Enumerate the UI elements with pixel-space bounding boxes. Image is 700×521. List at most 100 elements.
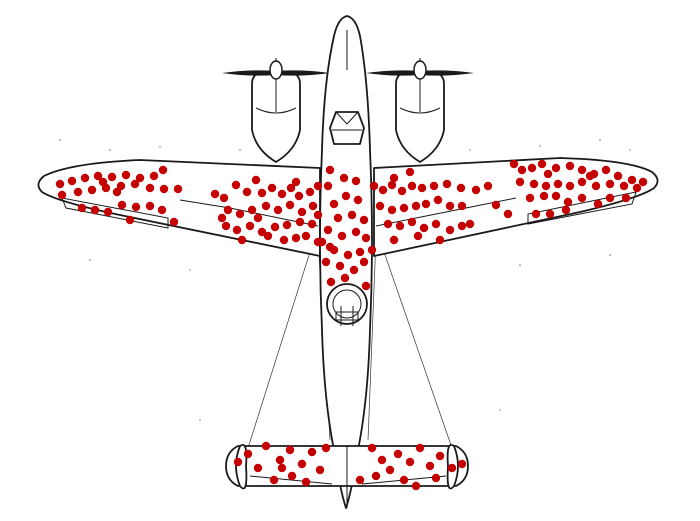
damage-dot	[529, 179, 539, 189]
damage-dot	[399, 203, 409, 213]
left-engine-nacelle	[251, 71, 301, 163]
damage-dot	[601, 165, 611, 175]
damage-dot	[103, 207, 113, 217]
damage-dot	[385, 465, 395, 475]
damage-dot	[411, 201, 421, 211]
damage-dot	[210, 189, 220, 199]
damage-dot	[87, 185, 97, 195]
right-propeller	[366, 58, 474, 80]
damage-dot	[577, 193, 587, 203]
damage-dot	[285, 200, 295, 210]
damage-dot	[442, 179, 452, 189]
damage-dot	[135, 173, 145, 183]
damage-dot	[355, 475, 365, 485]
damage-dot	[397, 186, 407, 196]
damage-dot	[561, 205, 571, 215]
damage-dot	[286, 183, 296, 193]
damage-dot	[361, 233, 371, 243]
damage-dot	[359, 257, 369, 267]
damage-dot	[279, 235, 289, 245]
damage-dot	[157, 205, 167, 215]
damage-dot	[585, 171, 595, 181]
damage-dot	[282, 220, 292, 230]
damage-dot	[237, 235, 247, 245]
damage-dot	[323, 181, 333, 191]
damage-dot	[326, 277, 336, 287]
damage-dot	[313, 210, 323, 220]
gun-turret	[326, 283, 368, 326]
damage-region-left-wing	[55, 165, 183, 227]
damage-dot	[421, 199, 431, 209]
damage-dot	[465, 219, 475, 229]
damage-dot	[509, 159, 519, 169]
damage-region-center-wing-right	[369, 167, 501, 245]
damage-dot	[315, 465, 325, 475]
damage-dot	[116, 181, 126, 191]
damage-dot	[613, 171, 623, 181]
damage-dot	[294, 191, 304, 201]
damage-dot	[217, 213, 227, 223]
damage-dot	[435, 451, 445, 461]
damage-dot	[321, 443, 331, 453]
damage-dot	[387, 180, 397, 190]
damage-dot	[541, 181, 551, 191]
damage-dot	[321, 257, 331, 267]
damage-dot	[351, 227, 361, 237]
damage-region-tail-left	[233, 441, 331, 487]
damage-dot	[483, 181, 493, 191]
damage-dot	[431, 219, 441, 229]
damage-dot	[329, 245, 339, 255]
damage-dot	[445, 225, 455, 235]
damage-dot	[263, 231, 273, 241]
damage-dot	[377, 455, 387, 465]
damage-dot	[605, 179, 615, 189]
damage-dot	[627, 175, 637, 185]
damage-dot	[291, 177, 301, 187]
damage-dot	[77, 203, 87, 213]
damage-dot	[247, 205, 257, 215]
damage-dot	[159, 184, 169, 194]
paper-specks	[59, 139, 631, 421]
damage-dot	[543, 169, 553, 179]
damage-dot	[333, 213, 343, 223]
damage-dot	[351, 176, 361, 186]
damage-dot	[393, 449, 403, 459]
damage-dot	[369, 181, 379, 191]
damage-dot	[158, 165, 168, 175]
damage-dot	[257, 188, 267, 198]
damage-dots	[55, 159, 648, 491]
damage-dot	[367, 443, 377, 453]
damage-region-right-wing	[503, 159, 648, 219]
damage-dot	[273, 205, 283, 215]
damage-dot	[527, 163, 537, 173]
damage-dot	[149, 171, 159, 181]
damage-dot	[457, 459, 467, 469]
damage-dot	[411, 481, 421, 491]
damage-dot	[395, 221, 405, 231]
damage-dot	[329, 199, 339, 209]
damage-dot	[515, 177, 525, 187]
damage-dot	[308, 201, 318, 211]
damage-dot	[173, 184, 183, 194]
damage-dot	[378, 185, 388, 195]
left-fin	[235, 444, 248, 490]
damage-dot	[591, 181, 601, 191]
damage-dot	[339, 173, 349, 183]
damage-dot	[277, 463, 287, 473]
damage-dot	[355, 247, 365, 257]
damage-dot	[335, 261, 345, 271]
damage-dot	[67, 176, 77, 186]
damage-dot	[145, 201, 155, 211]
damage-dot	[90, 205, 100, 215]
damage-dot	[145, 183, 155, 193]
damage-dot	[371, 471, 381, 481]
damage-dot	[242, 187, 252, 197]
damage-dot	[235, 209, 245, 219]
damage-dot	[431, 473, 441, 483]
damage-dot	[261, 201, 271, 211]
damage-dot	[317, 237, 327, 247]
damage-dot	[107, 172, 117, 182]
damage-dot	[605, 193, 615, 203]
damage-dot	[375, 201, 385, 211]
